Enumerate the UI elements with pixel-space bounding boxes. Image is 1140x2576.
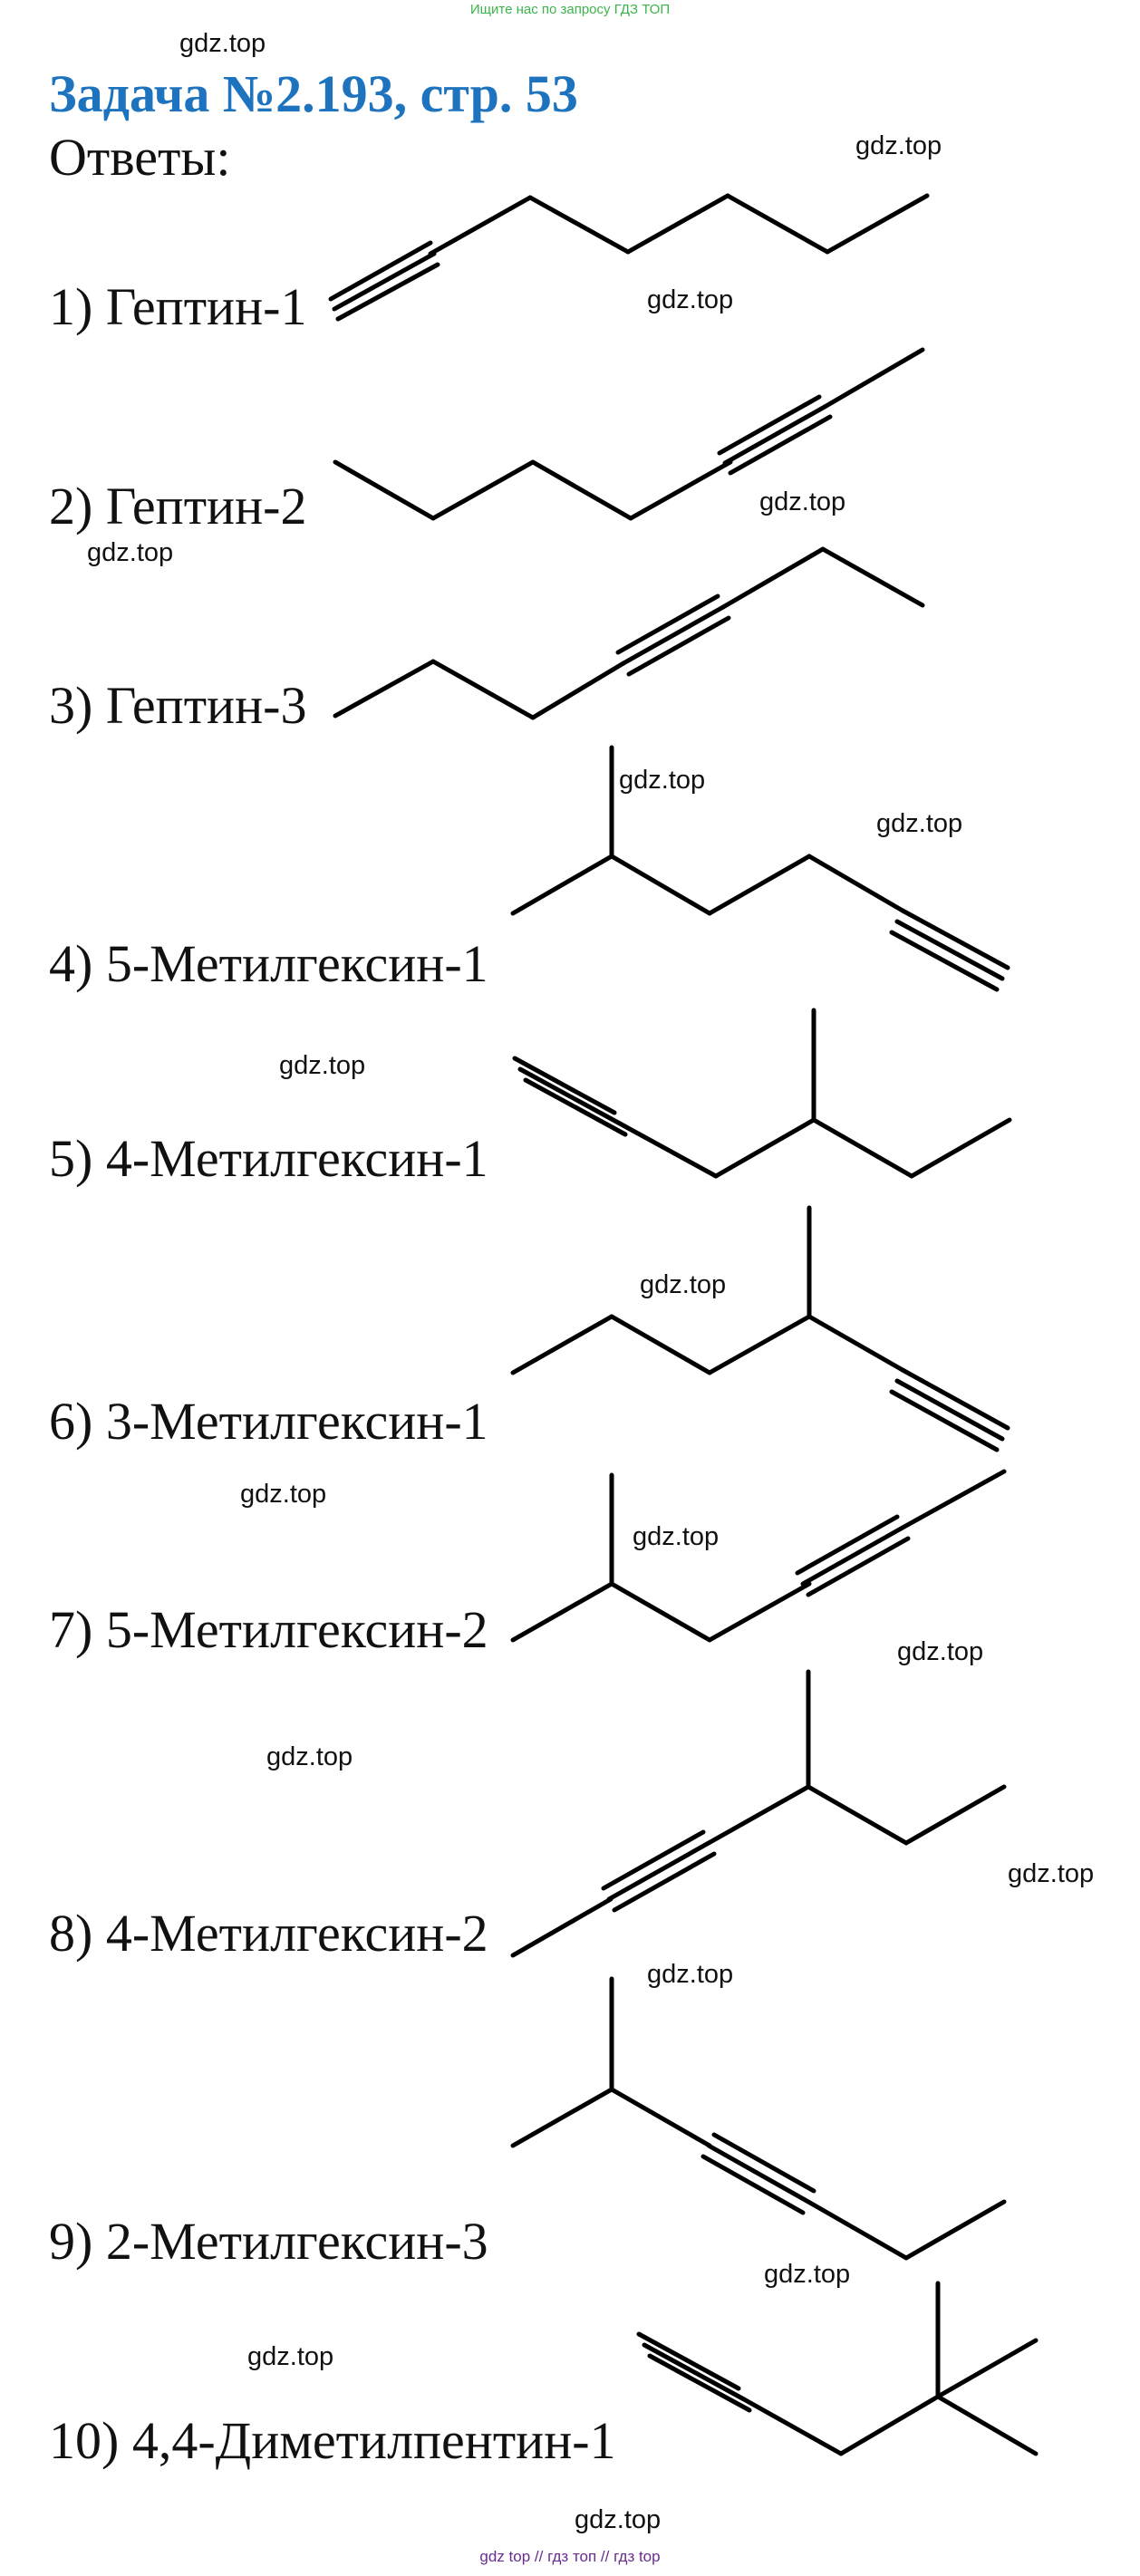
structure-2 [333,347,925,521]
answer-label-4: 4) 5-Метилгексин-1 [49,934,488,993]
structure-3 [333,546,925,720]
watermark: gdz.top [279,1051,366,1080]
watermark: gdz.top [179,29,266,58]
watermark: gdz.top [897,1637,984,1666]
watermark: gdz.top [640,1270,727,1299]
structure-8 [510,1669,1007,1958]
watermark: gdz.top [764,2260,851,2289]
watermark: gdz.top [633,1522,720,1551]
watermark: gdz.top [266,1742,353,1771]
structure-1 [328,193,930,322]
answer-label-2: 2) Гептин-2 [49,477,307,535]
structure-10 [636,2281,1039,2456]
top-banner[interactable]: Ищите нас по запросу ГДЗ ТОП [469,2,671,17]
watermark: gdz.top [619,766,706,795]
watermark: gdz.top [855,131,942,160]
structure-7 [510,1469,1007,1643]
answer-label-7: 7) 5-Метилгексин-2 [49,1600,488,1659]
answer-label-3: 3) Гептин-3 [49,676,307,735]
watermark: gdz.top [647,285,734,314]
answer-label-5: 5) 4-Метилгексин-1 [49,1129,488,1188]
footer-links[interactable]: gdz top // гдз топ // гдз top [479,2548,661,2565]
structure-6 [510,1205,1010,1452]
watermark: gdz.top [87,538,174,567]
answers-heading: Ответы: [49,128,231,187]
watermark: gdz.top [647,1960,734,1989]
answer-label-10: 10) 4,4-Диметилпентин-1 [49,2411,616,2470]
answer-label-1: 1) Гептин-1 [49,277,307,336]
answer-label-9: 9) 2-Метилгексин-3 [49,2212,488,2271]
structure-9 [510,1976,1007,2261]
structure-5 [512,1008,1012,1179]
structure-4 [510,745,1010,992]
answer-label-6: 6) 3-Метилгексин-1 [49,1392,488,1451]
watermark: gdz.top [876,809,963,838]
watermark: gdz.top [240,1480,327,1509]
watermark: gdz.top [247,2342,334,2371]
watermark: gdz.top [1008,1859,1095,1888]
watermark: gdz.top [575,2505,662,2534]
answer-label-8: 8) 4-Метилгексин-2 [49,1904,488,1963]
watermark: gdz.top [759,487,846,516]
page-title: Задача №2.193, стр. 53 [49,64,578,123]
